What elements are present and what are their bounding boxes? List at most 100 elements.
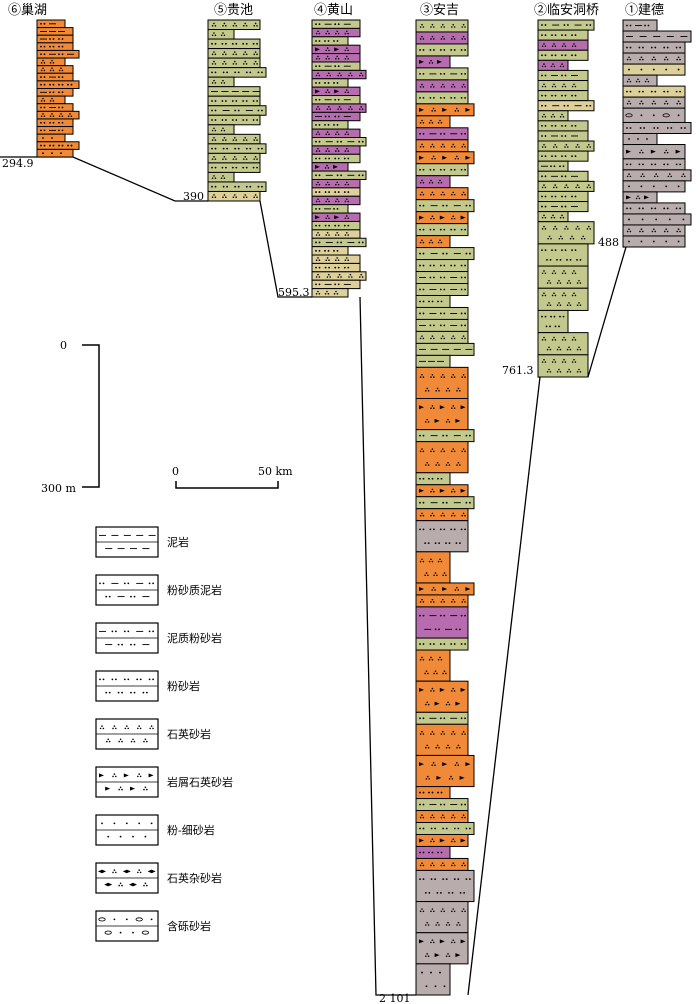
layer-jiande-13 [622,169,692,182]
layer-chaohu-6 [36,65,74,74]
layer-anji-26 [415,330,469,344]
legend-item-lithic_quartz: 岩屑石英砂岩 [95,766,233,798]
layer-anji-37 [415,520,469,553]
layer-guichi-1 [207,29,235,40]
legend-item-fine_ss: 粉-细砂岩 [95,814,215,846]
layer-jiande-16 [622,202,686,215]
column-title-linan: ②临安洞桥 [534,3,599,18]
layer-anji-14 [415,187,469,201]
vertical-scale-bar: 0 300 m [41,339,100,495]
legend-label-lithic_quartz: 岩屑石英砂岩 [167,775,233,789]
layer-anji-5 [415,79,469,93]
layer-anji-43 [415,649,451,682]
layer-huangshan-30 [311,271,367,281]
correlation-line-4 [587,246,627,378]
layer-anji-40 [415,594,469,608]
layer-huangshan-11 [311,111,361,122]
layer-chaohu-16 [36,141,80,150]
layer-chaohu-8 [36,80,80,89]
layer-huangshan-32 [311,288,349,298]
layer-linan-9 [537,110,569,122]
layer-linan-18 [537,201,589,213]
vertical-scale-top: 0 [60,339,67,352]
layer-anji-49 [415,798,469,812]
layer-chaohu-2 [36,34,74,44]
layer-linan-23 [537,287,589,311]
layer-chaohu-13 [36,118,74,128]
layer-jiande-12 [622,158,686,171]
legend-label-quartz_ss: 石英砂岩 [167,727,211,741]
layer-anji-23 [415,294,451,308]
layer-anji-18 [415,235,451,249]
layer-chaohu-1 [36,27,74,36]
layer-huangshan-4 [311,53,361,63]
legend-item-silty_mud: 粉砂质泥岩 [95,574,222,606]
depth-label-anji: 2 101 [379,992,411,1004]
layer-huangshan-29 [311,262,361,273]
legend-item-muddy_silt: 泥质粉砂岩 [95,622,222,654]
correlation-line-1 [259,200,312,298]
layer-guichi-10 [207,114,261,126]
legend-item-siltstone: 粉砂岩 [95,670,200,702]
column-huangshan [311,19,367,298]
legend-label-silty_mud: 粉砂质泥岩 [167,583,222,597]
layer-anji-11 [415,151,475,165]
legend-label-mudstone: 泥岩 [167,535,189,549]
layer-anji-46 [415,723,469,756]
layer-jiande-8 [622,107,686,123]
layer-anji-34 [415,484,469,498]
layer-jiande-11 [622,144,686,160]
layer-anji-51 [415,822,475,835]
layer-anji-15 [415,199,475,213]
layer-anji-25 [415,318,469,332]
layer-jiande-0 [622,19,658,32]
layer-anji-53 [415,845,451,859]
layer-chaohu-11 [36,103,74,112]
layer-huangshan-19 [311,178,361,189]
layer-linan-14 [537,160,569,172]
layer-linan-6 [537,80,589,92]
layer-linan-8 [537,100,595,112]
layer-huangshan-13 [311,128,361,139]
layer-huangshan-15 [311,145,361,155]
layer-anji-42 [415,637,469,651]
layer-huangshan-10 [311,103,367,113]
layer-guichi-4 [207,57,261,69]
layer-chaohu-9 [36,88,74,97]
layer-anji-48 [415,786,451,800]
layer-guichi-11 [207,124,235,135]
layer-linan-3 [537,49,589,61]
layer-linan-25 [537,332,589,356]
layer-jiande-2 [622,41,686,54]
layer-jiande-1 [622,30,692,43]
layer-huangshan-22 [311,204,349,214]
layer-anji-17 [415,223,469,237]
depth-label-chaohu: 294.9 [2,157,34,170]
layer-chaohu-14 [36,126,74,135]
layer-anji-39 [415,582,475,596]
layer-anji-24 [415,306,469,320]
layer-chaohu-4 [36,49,80,59]
legend-item-mudstone: 泥岩 [95,526,189,558]
correlation-line-2 [359,296,416,996]
layer-linan-13 [537,150,589,162]
layer-huangshan-6 [311,69,367,80]
layer-huangshan-16 [311,153,361,164]
layer-linan-11 [537,130,589,142]
layer-anji-33 [415,472,451,486]
correlation-line-3 [467,376,541,996]
layer-linan-22 [537,265,589,289]
layer-huangshan-9 [311,95,361,105]
horizontal-scale-bar: 0 50 km [172,465,293,489]
column-title-anji: ③安吉 [420,3,459,18]
layer-anji-13 [415,175,451,189]
layer-huangshan-18 [311,170,367,180]
layer-anji-54 [415,857,469,871]
layer-anji-22 [415,283,469,296]
layer-guichi-7 [207,86,261,97]
legend-label-muddy_silt: 泥质粉砂岩 [167,631,222,645]
layer-guichi-3 [207,48,261,59]
vertical-scale-bottom: 300 m [41,482,76,495]
layer-chaohu-17 [36,148,74,158]
